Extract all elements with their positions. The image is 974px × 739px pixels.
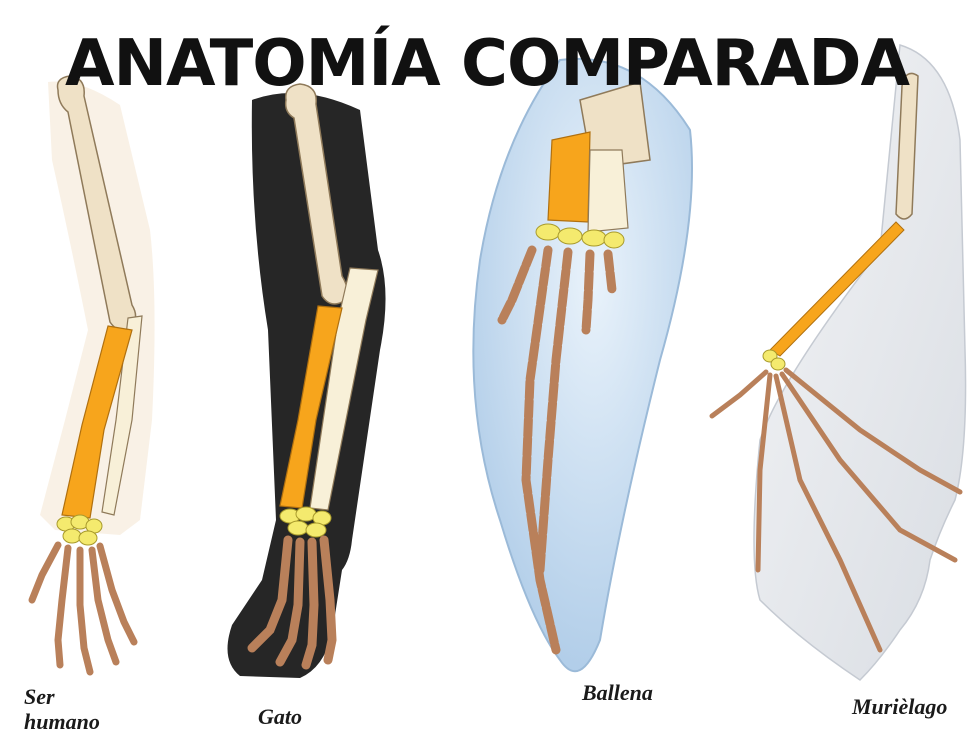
whale-ulna: [588, 150, 628, 232]
whale-flipper: [473, 59, 692, 671]
bat-wing: [712, 45, 966, 680]
human-phalanges: [32, 545, 134, 672]
label-human: Ser humano: [24, 684, 100, 735]
page-title: ANATOMÍA COMPARADA: [0, 32, 974, 96]
cat-leg: [228, 84, 386, 678]
bat-wing-membrane: [754, 45, 966, 680]
label-human-line2: humano: [24, 709, 100, 734]
label-human-line1: Ser: [24, 684, 100, 709]
label-cat: Gato: [258, 704, 302, 729]
label-whale: Ballena: [582, 680, 653, 705]
label-bat: Murièlago: [852, 694, 947, 719]
human-arm: [32, 76, 155, 672]
whale-radius: [548, 132, 590, 222]
